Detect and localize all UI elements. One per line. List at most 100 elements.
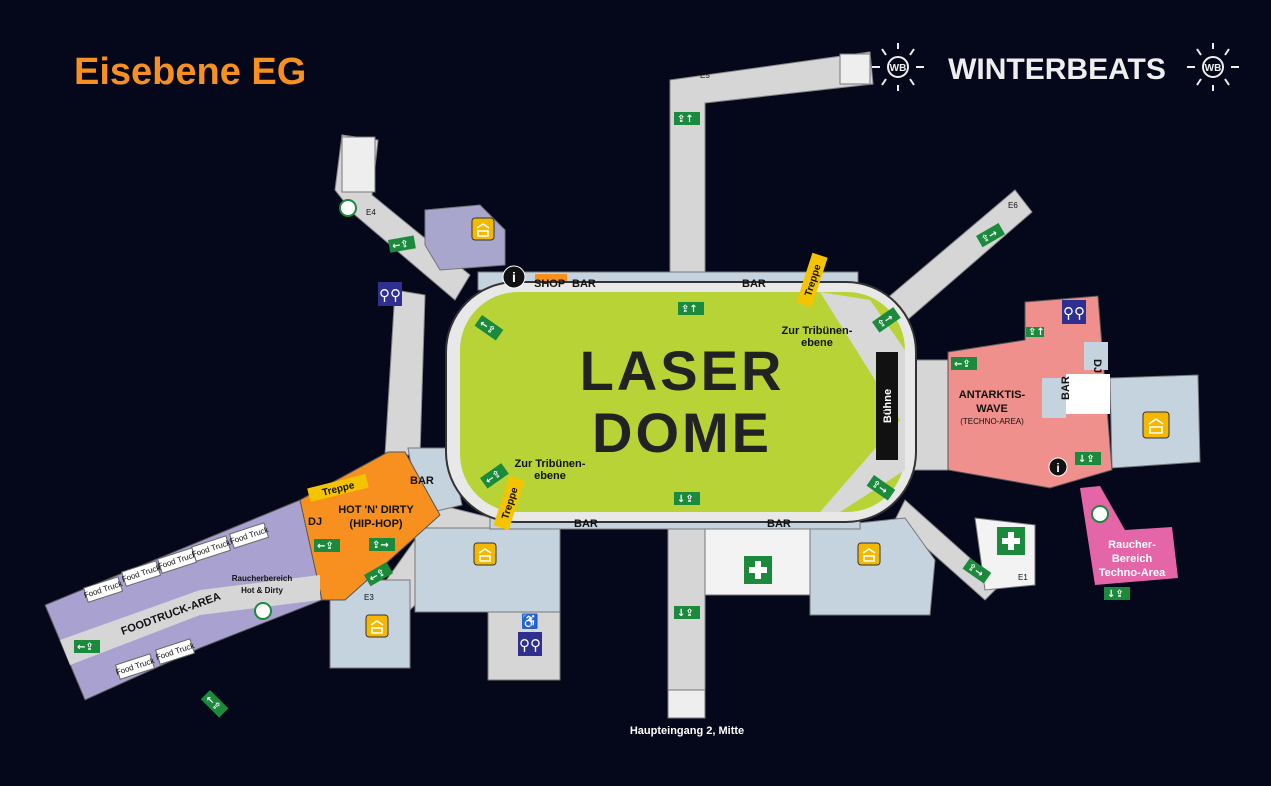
restroom-icon: ⚲⚲: [378, 282, 402, 306]
corridor-north-e5: [669, 51, 874, 276]
smoking-area-icon: [339, 199, 357, 217]
bar-east: [1042, 378, 1066, 418]
svg-text:↓⇪: ↓⇪: [677, 494, 694, 505]
entrance-label: E1: [1018, 573, 1028, 582]
corridor-west: [384, 289, 426, 456]
exit-sign-icon: ⇪↑: [674, 112, 700, 125]
dj-label: DJ: [1091, 359, 1103, 373]
antarktis-sublabel: (TECHNO-AREA): [960, 417, 1024, 426]
foodtruck-path: [60, 575, 320, 665]
logo-text: WINTERBEATS: [948, 53, 1166, 86]
wb-badge-text: WB: [890, 63, 907, 74]
bar-label: BAR: [767, 518, 791, 530]
svg-text:i: i: [1056, 461, 1059, 475]
exit-sign-icon: ↓⇪: [1075, 452, 1101, 465]
raucher-hot-label: Raucherbereich: [232, 574, 293, 583]
coat-check-icon: [473, 542, 497, 566]
raucher-hot-label: Hot & Dirty: [241, 586, 283, 595]
restroom-icon: ⚲⚲: [1062, 300, 1086, 324]
wb-badge-text: WB: [1205, 63, 1222, 74]
info-icon[interactable]: i: [1048, 457, 1068, 477]
tribune-label: ebene: [801, 337, 833, 349]
entrance-label: E6: [1008, 201, 1018, 210]
bar-label: BAR: [1060, 376, 1072, 400]
stage: [876, 352, 898, 460]
bar-label: BAR: [410, 475, 434, 487]
svg-text:i: i: [512, 269, 516, 285]
exit-sign-icon: ←⇪: [314, 539, 340, 552]
laser-dome-title-2: DOME: [592, 401, 772, 464]
raucher-techno-label: Techno-Area: [1099, 567, 1166, 579]
stage-label: Bühne: [882, 389, 894, 423]
tribune-label: ebene: [534, 470, 566, 482]
raucher-techno-label: Bereich: [1112, 553, 1153, 565]
coat-check-icon: [1142, 411, 1170, 439]
corridor-south-main-entrance: [667, 525, 706, 719]
svg-text:↓⇪: ↓⇪: [677, 608, 694, 619]
coat-check-icon: [857, 542, 881, 566]
svg-text:←⇪: ←⇪: [391, 239, 409, 253]
stairs: [341, 53, 871, 719]
antarktis-label: WAVE: [976, 403, 1008, 415]
svg-text:←⇪: ←⇪: [77, 642, 94, 653]
exit-sign-icon: ←⇪: [200, 690, 229, 718]
exit-sign-icon: ↓⇪: [1104, 587, 1130, 600]
entrance-label: E5: [700, 71, 710, 80]
smoking-area-icons: [254, 199, 1109, 620]
svg-text:⚲⚲: ⚲⚲: [519, 637, 541, 654]
coat-check-icons: [365, 217, 1170, 638]
tribune-label: Zur Tribünen-: [515, 458, 586, 470]
room-se: [809, 517, 936, 616]
exit-sign-icon: ←⇪: [388, 235, 416, 253]
exit-sign-icon: ⇪→: [369, 538, 395, 551]
svg-text:←⇪: ←⇪: [954, 359, 971, 370]
raucher-techno-label: Raucher-: [1108, 539, 1156, 551]
svg-text:⚲⚲: ⚲⚲: [379, 287, 401, 304]
hot-n-dirty-label: HOT 'N' DIRTY: [338, 504, 414, 516]
bar-label: BAR: [742, 278, 766, 290]
entrance-label: E3: [364, 593, 374, 602]
exit-sign-icon: ←⇪: [951, 357, 977, 370]
coat-check-icon: [471, 217, 495, 241]
exit-sign-icon: ↓⇪: [674, 606, 700, 619]
svg-text:⇪→: ⇪→: [372, 540, 389, 551]
bar-label: BAR: [574, 518, 598, 530]
first-aid-icon: [744, 556, 772, 584]
bar-label: BAR: [572, 278, 596, 290]
room-sw-2: [414, 527, 561, 613]
coat-check-icon: [365, 614, 389, 638]
svg-text:⇪↑: ⇪↑: [1028, 327, 1045, 338]
map-title: Eisebene EG: [74, 51, 306, 93]
dj-label: DJ: [308, 516, 322, 528]
exit-sign-icon: ←⇪: [74, 640, 100, 653]
dj-booth-east: [1084, 342, 1108, 370]
info-icon[interactable]: i: [502, 265, 526, 289]
svg-text:←⇪: ←⇪: [317, 541, 334, 552]
exit-sign-icon: ⇪↑: [1026, 327, 1045, 338]
laser-dome-floor: [460, 292, 905, 512]
restroom-icons: ⚲⚲ ⚲⚲ ⚲⚲ ♿: [378, 282, 1086, 656]
shop-label: SHOP: [534, 278, 565, 290]
hot-n-dirty-sublabel: (HIP-HOP): [349, 518, 403, 530]
smoking-area-icon: [1091, 505, 1109, 523]
tribune-label: Zur Tribünen-: [782, 325, 853, 337]
svg-text:↓⇪: ↓⇪: [1107, 589, 1124, 600]
wheelchair-icon: ♿: [521, 613, 538, 630]
svg-text:⇪↑: ⇪↑: [681, 304, 698, 315]
exit-sign-icon: ↓⇪: [674, 492, 700, 505]
info-points[interactable]: i i: [502, 265, 1068, 477]
winterbeats-logo: WB WB WINTERBEATS: [872, 43, 1239, 91]
first-aid-icons: [744, 527, 1025, 584]
main-entrance-label: Haupteingang 2, Mitte: [630, 725, 744, 737]
svg-text:⚲⚲: ⚲⚲: [1063, 305, 1085, 322]
exit-signs: ⇪↑ ⇪↑ ←⇪ ←⇪ ←⇪ ↓⇪ ↓⇪ ⇪→ ⇪→ ⇪→ ←⇪ ⇪↑ ↓⇪ ↓…: [74, 112, 1130, 718]
svg-text:⇪↑: ⇪↑: [677, 114, 694, 125]
wb-badge-icon: [872, 43, 1239, 91]
backroom-east: [1066, 374, 1110, 414]
exit-sign-icon: ⇪↑: [678, 302, 704, 315]
smoking-area-icon: [254, 602, 272, 620]
entrance-label: E4: [366, 208, 376, 217]
restroom-icon: ⚲⚲: [518, 632, 542, 656]
first-aid-icon: [997, 527, 1025, 555]
